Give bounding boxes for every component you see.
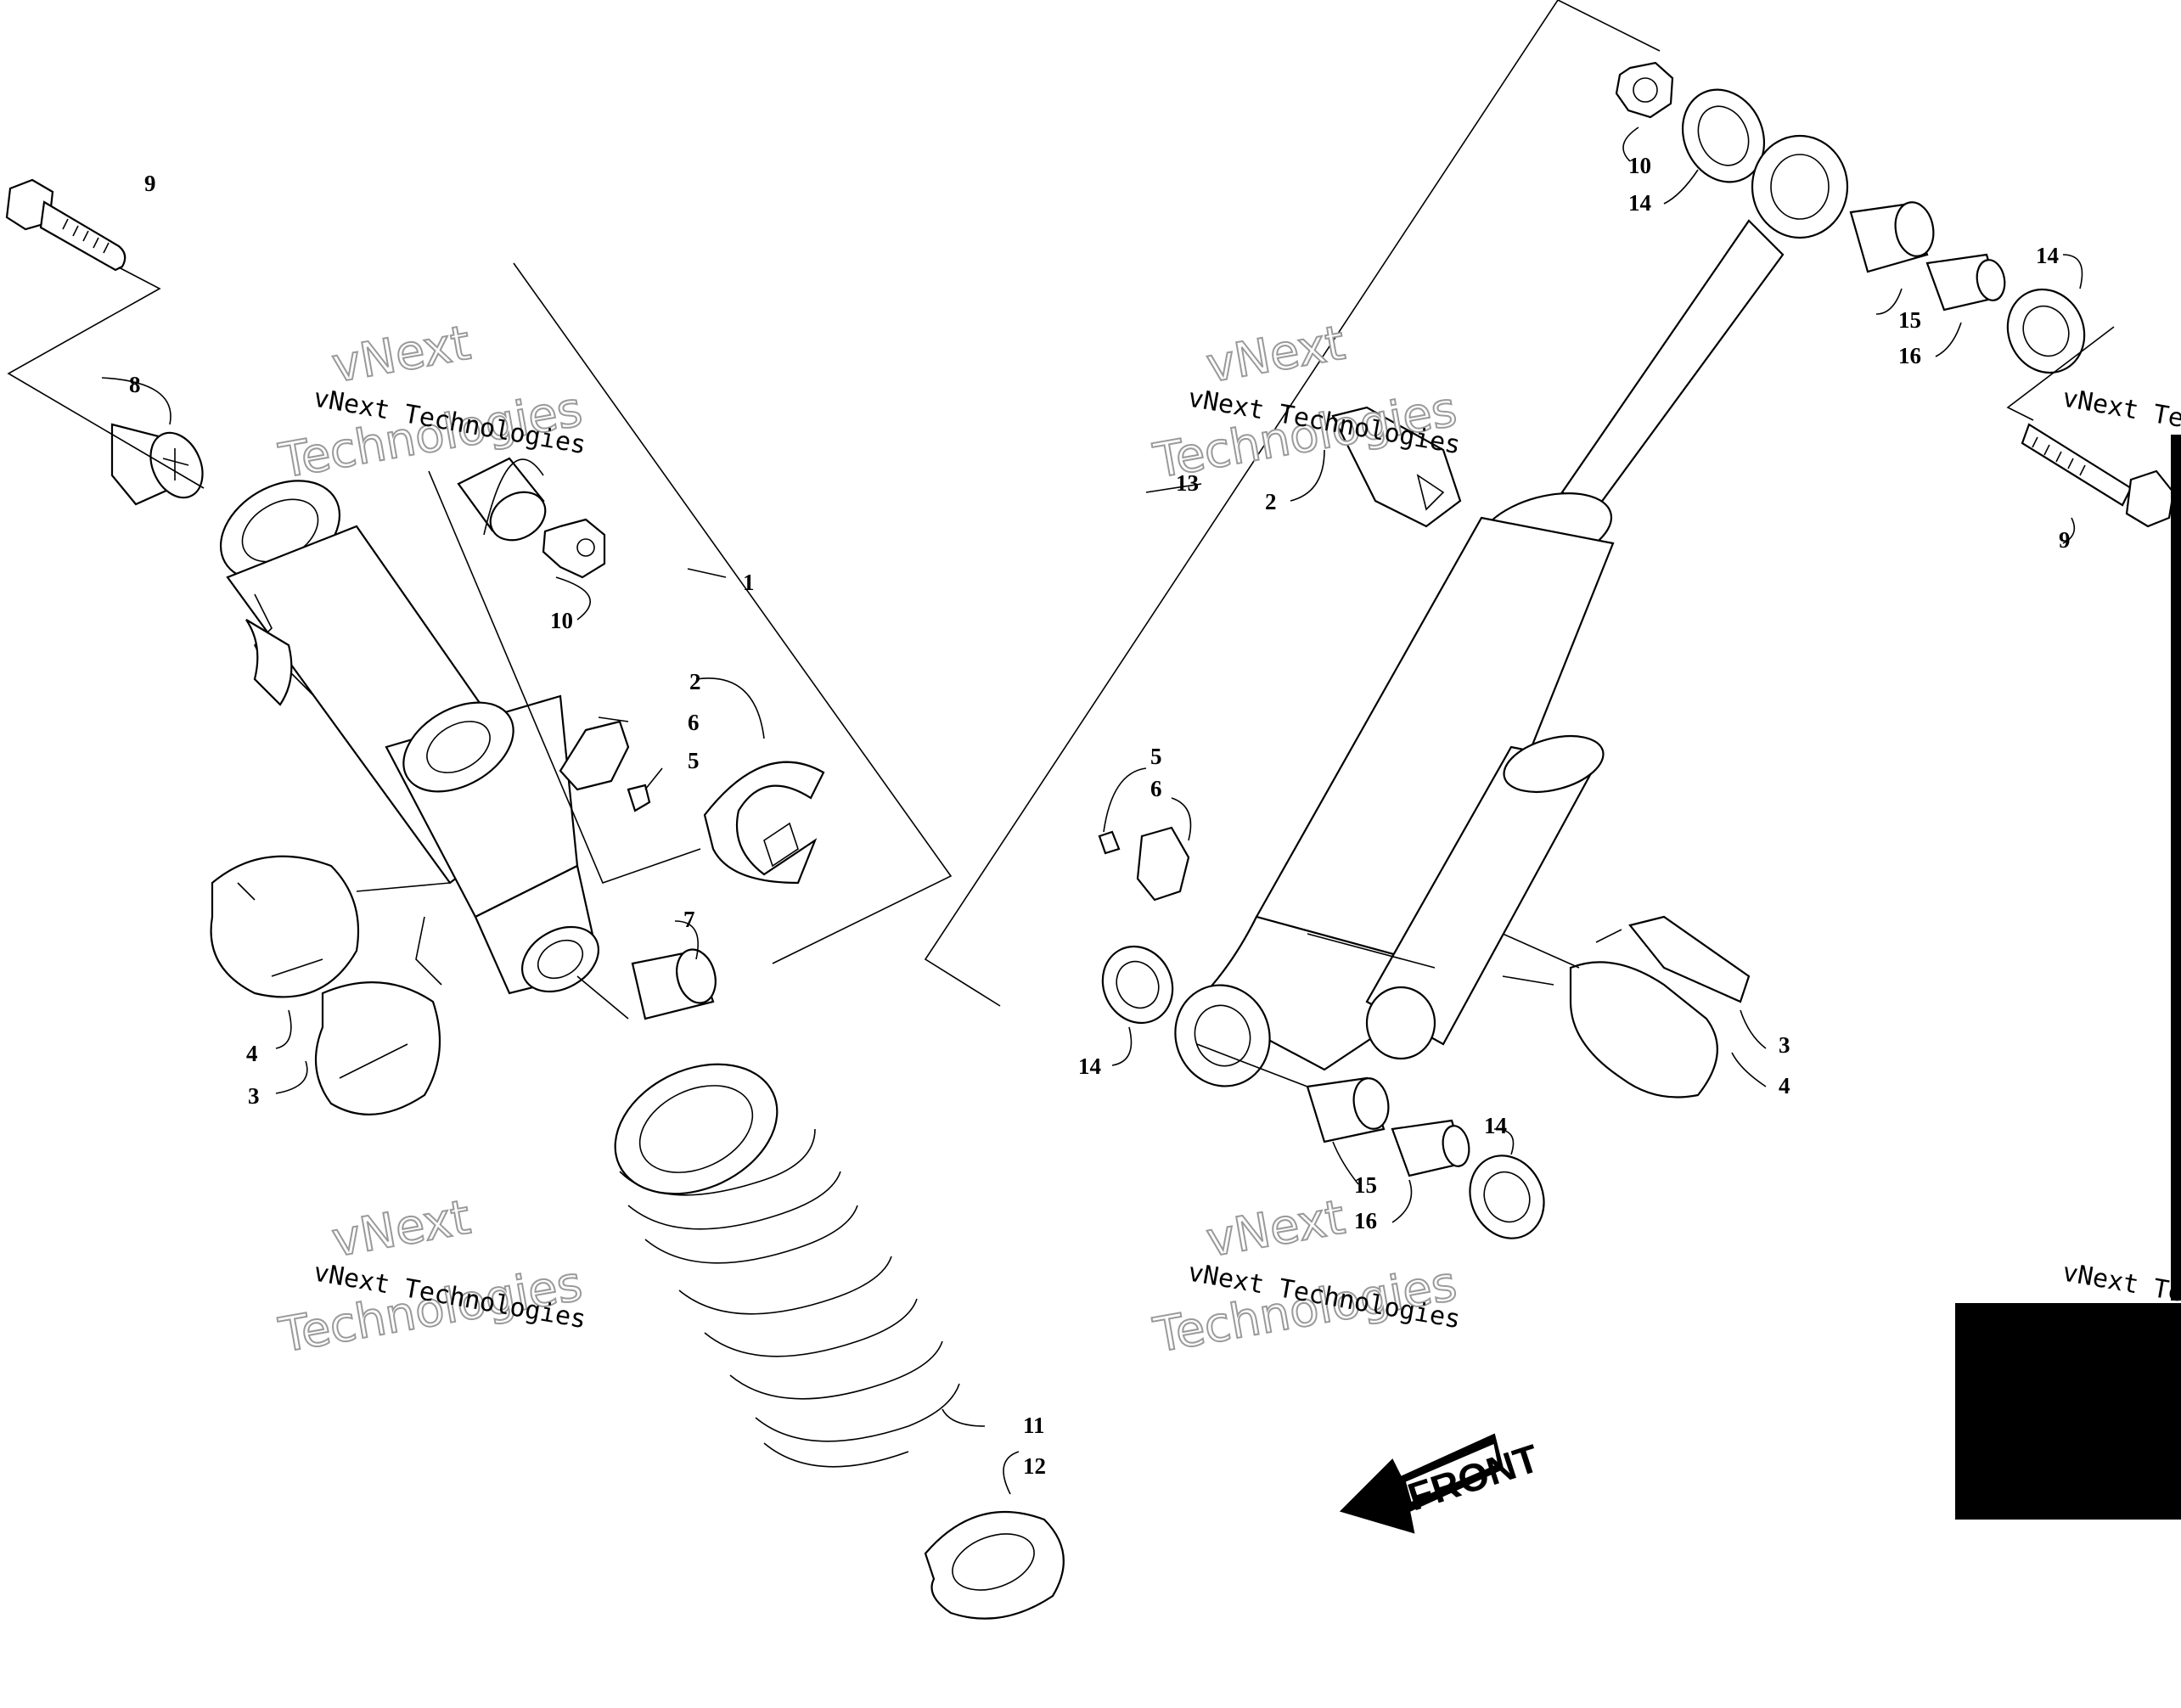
bolt-part [5,178,126,272]
top-bushing-14b-part [2006,288,2086,374]
callout-right-14c: 14 [1078,1053,1101,1079]
callout-left-6: 6 [688,710,700,735]
left-shock-assembly [5,178,1065,1620]
shock-body-part [219,480,600,995]
left-leader-lines [7,262,1020,1495]
bushing-part [110,423,204,506]
callout-left-12: 12 [1023,1453,1046,1479]
bottom-bushing-14d-part [1469,1155,1545,1239]
callout-right-3: 3 [1779,1032,1790,1058]
callout-right-14b: 14 [2036,243,2059,268]
callout-right-2: 2 [1265,489,1277,514]
black-block-right [1955,1303,2181,1520]
sleeve-nut-part [457,457,606,579]
callout-right-13: 13 [1176,470,1199,496]
right-label-4-part [1569,961,1718,1098]
callout-right-15b: 15 [1354,1172,1377,1198]
callout-right-9: 9 [2059,527,2071,553]
callout-left-1: 1 [743,570,755,595]
right-bolt-part [2021,423,2175,528]
callout-right-16a: 16 [1898,343,1921,368]
callouts: 9 8 10 1 2 6 5 7 4 3 11 12 10 14 14 15 1… [129,153,2071,1479]
top-bushing-part [1681,88,1766,183]
callout-left-11: 11 [1023,1413,1045,1438]
right-shock-assembly [924,0,2175,1239]
coil-spring-part [614,1063,960,1468]
label-ring-3-part [314,981,441,1115]
damper-body-part [1174,492,1615,1087]
right-label-part [1331,406,1462,528]
callout-right-16b: 16 [1354,1208,1377,1233]
right-leader-lines [924,0,2115,1223]
shaft-eyelet-part [1560,134,1849,511]
callout-right-6: 6 [1150,776,1162,801]
top-nut-part [1615,61,1674,119]
clip-part [559,720,651,812]
callout-left-7: 7 [683,907,695,932]
sleeve-7-part [631,948,717,1020]
watermark-big-2a: vNext [1202,316,1348,394]
callout-left-10: 10 [550,608,573,633]
top-sleeve-16-part [1925,253,2006,312]
watermark-big-1a: vNext [328,316,474,394]
bottom-bushing-14c-part [1101,945,1174,1025]
label-ring-4-part [210,855,360,998]
callout-right-5: 5 [1150,744,1162,769]
callout-left-9: 9 [144,171,156,196]
callout-right-4: 4 [1779,1073,1790,1098]
watermark-big-4a: vNext [1202,1190,1348,1268]
front-arrow: FRONT [1339,1433,1544,1534]
callout-left-3: 3 [248,1083,260,1109]
watermark-line-5: vNext Technologies [2060,383,2181,460]
label-wrap-part [703,761,825,885]
callout-right-10: 10 [1628,153,1651,178]
black-bar-right [2171,435,2181,1301]
callout-right-15a: 15 [1898,307,1921,333]
right-clip-part [1098,826,1190,902]
right-clip-3-part [1628,915,1751,1003]
top-sleeve-15-part [1849,201,1935,273]
bottom-sleeve-15-part [1306,1076,1390,1143]
callout-left-8: 8 [129,372,141,397]
spring-retainer-part [924,1510,1065,1620]
callout-left-4: 4 [246,1041,258,1066]
watermark-big-3a: vNext [328,1190,474,1268]
callout-right-14a: 14 [1628,190,1651,216]
callout-right-14d: 14 [1484,1113,1507,1138]
bottom-sleeve-16-part [1391,1119,1470,1177]
callout-left-5: 5 [688,748,700,773]
callout-left-2: 2 [689,669,701,694]
